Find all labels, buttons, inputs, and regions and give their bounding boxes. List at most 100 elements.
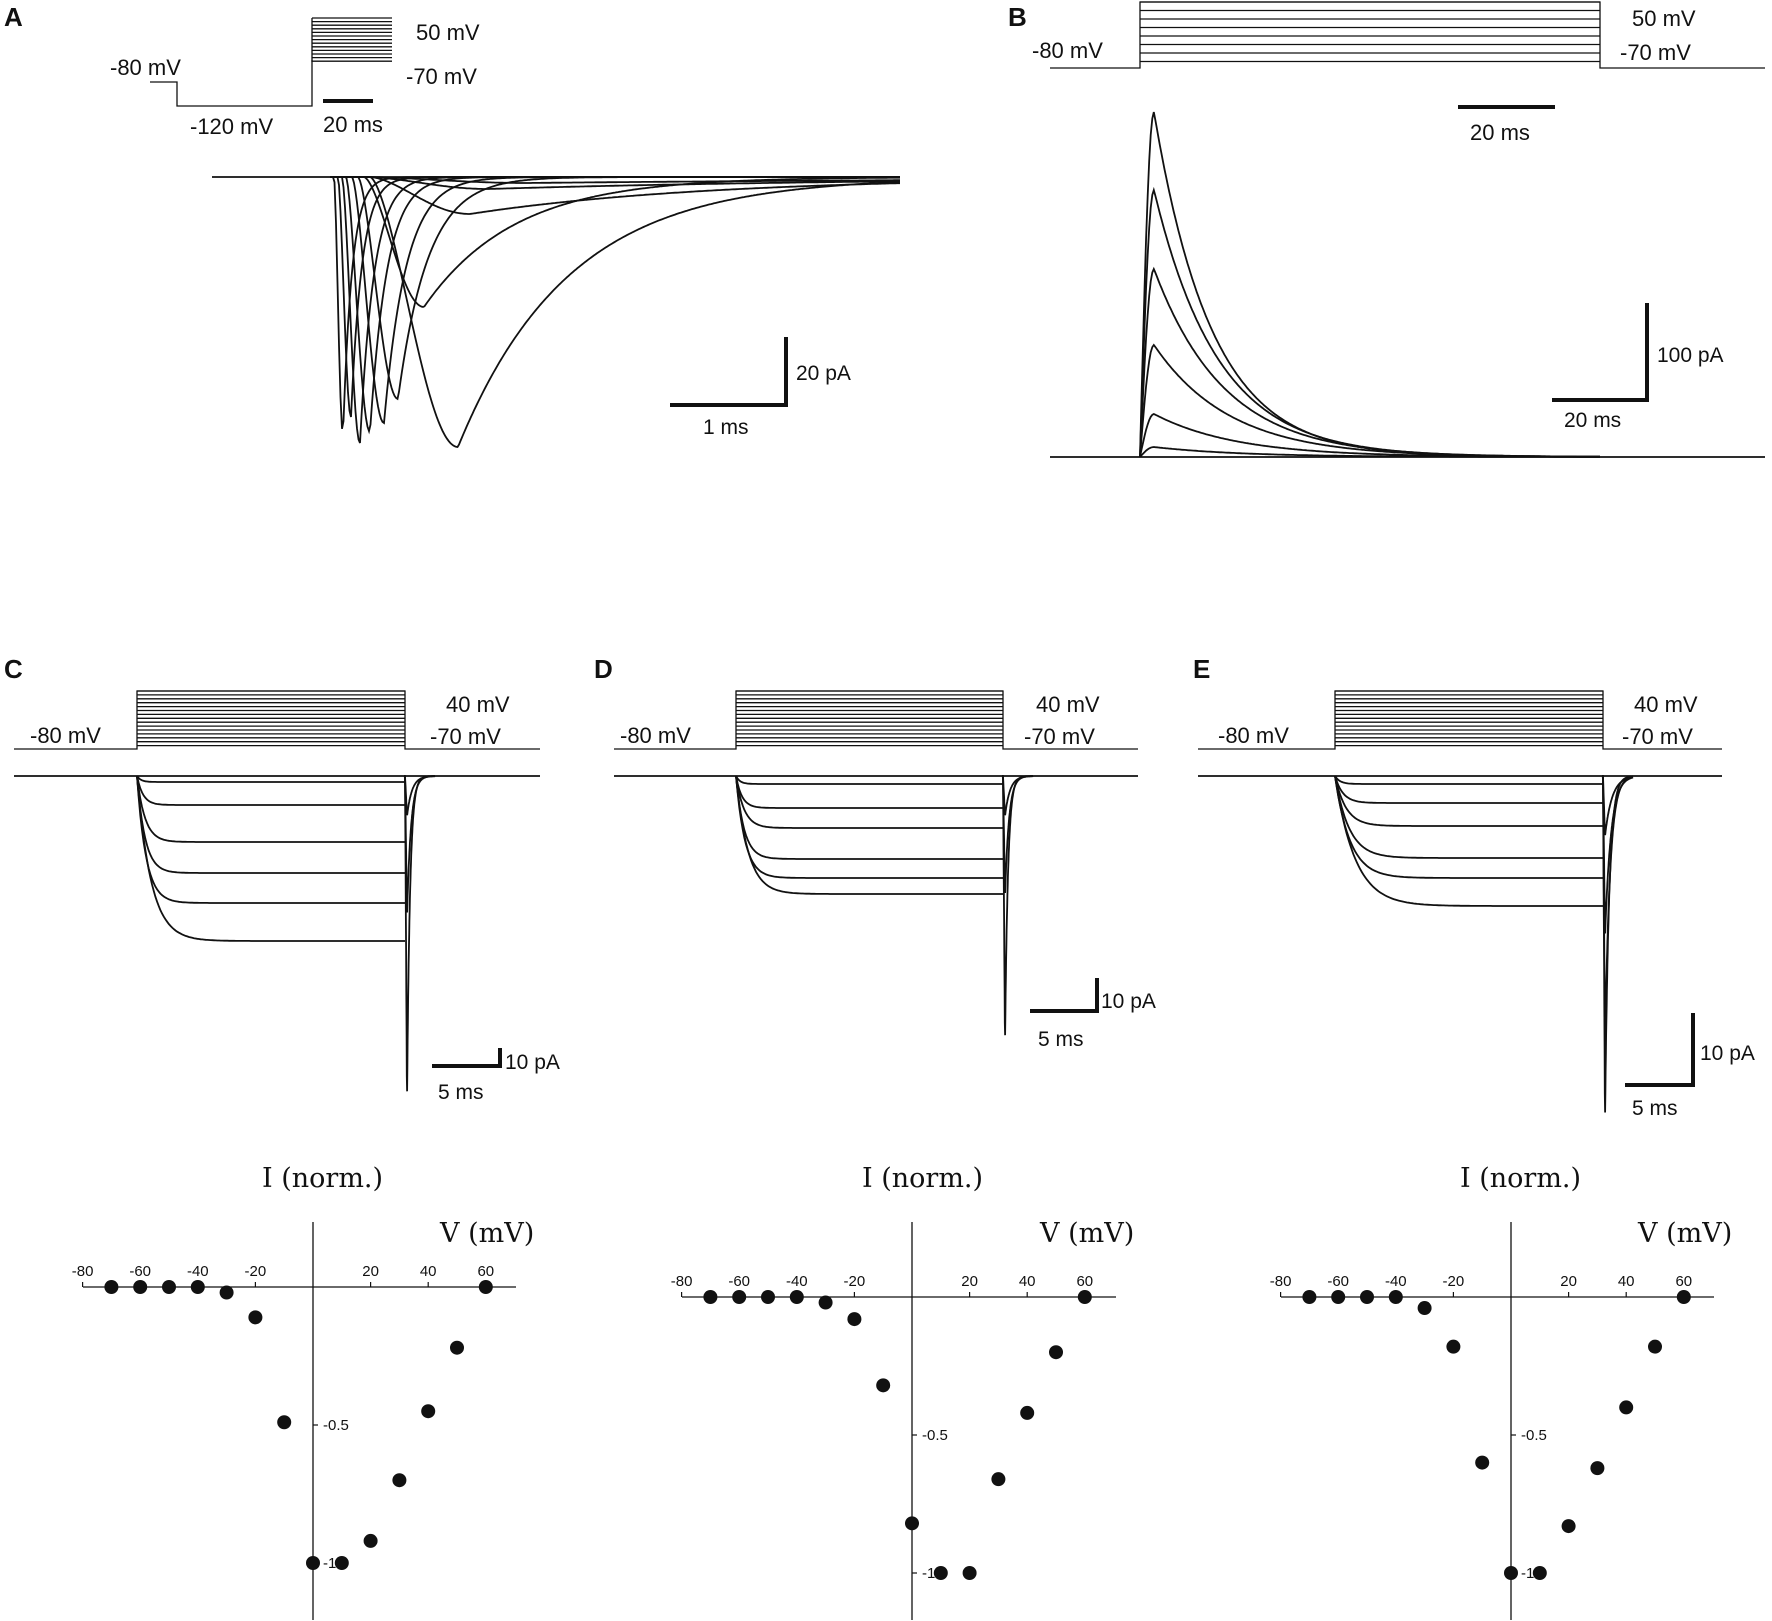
protocol-e-steps xyxy=(1198,690,1722,750)
iv-data-point xyxy=(392,1473,407,1488)
steady-current-trace xyxy=(735,775,1003,829)
protocol-e-bottom-label: -70 mV xyxy=(1622,724,1693,749)
iv-data-point xyxy=(1446,1339,1461,1354)
steady-current-trace xyxy=(1334,775,1603,827)
scalebar-e-y-label: 10 pA xyxy=(1700,1042,1755,1065)
scalebar-a-y-label: 20 pA xyxy=(796,362,851,385)
scalebar-a-x-label: 1 ms xyxy=(703,416,749,439)
iv-data-point xyxy=(1077,1290,1092,1304)
iv-data-point xyxy=(1590,1461,1605,1476)
panel-a-current-trace xyxy=(330,176,900,449)
iv-data-point xyxy=(1504,1566,1518,1580)
iv-data-point xyxy=(306,1556,320,1570)
scalebar-b-y-label: 100 pA xyxy=(1657,344,1724,367)
iv-x-tick-label: -20 xyxy=(844,1273,866,1290)
iv-x-tick-label: -40 xyxy=(1385,1273,1407,1290)
tail-current-trace xyxy=(1001,775,1034,816)
panel-c-traces xyxy=(14,775,540,1092)
steady-current-trace xyxy=(1334,775,1603,907)
tail-current-trace xyxy=(1001,775,1033,894)
protocol-c-steps xyxy=(14,690,540,750)
scalebar-c-x-label: 5 ms xyxy=(438,1081,484,1104)
iv-y-tick-label: -0.5 xyxy=(922,1427,948,1444)
iv-data-point xyxy=(1020,1405,1035,1420)
steady-current-trace xyxy=(136,775,405,843)
iv-data-point xyxy=(991,1472,1006,1487)
panel-d: D -80 mV 40 mV -70 mV 10 pA 5 ms xyxy=(594,654,1156,1051)
iv-data-point xyxy=(962,1566,977,1580)
iv-plot-d-xlabel: V (mV) xyxy=(1039,1218,1134,1249)
protocol-c-bottom-label: -70 mV xyxy=(430,724,501,749)
iv-data-point xyxy=(905,1516,919,1531)
iv-plot-d: I (norm.) V (mV) -80-60-40-20204060-0.5-… xyxy=(671,1163,1134,1620)
protocol-a-timebar-label: 20 ms xyxy=(323,112,383,137)
panel-b: B -80 mV 50 mV -70 mV 20 ms 100 pA 20 ms xyxy=(1008,1,1765,458)
iv-plot-c: I (norm.) V (mV) -80-60-40-20204060-0.5-… xyxy=(72,1163,534,1620)
protocol-b-steps xyxy=(1050,1,1765,69)
panel-e: E -80 mV 40 mV -70 mV 10 pA 5 ms xyxy=(1193,654,1755,1120)
panel-c-scalebar: 10 pA 5 ms xyxy=(432,1048,560,1104)
panel-a-current-trace xyxy=(330,176,900,184)
iv-data-point xyxy=(1331,1290,1346,1304)
steady-current-trace xyxy=(136,775,405,783)
steady-current-trace xyxy=(735,775,1003,809)
iv-x-tick-label: 60 xyxy=(477,1263,494,1280)
iv-x-tick-label: 60 xyxy=(1675,1273,1692,1290)
panel-a-current-trace xyxy=(330,176,900,444)
panel-letter-c: C xyxy=(4,654,23,684)
iv-data-point xyxy=(248,1310,263,1325)
iv-data-point xyxy=(876,1378,891,1393)
iv-x-tick-label: 20 xyxy=(1560,1273,1577,1290)
tail-current-trace xyxy=(1601,775,1634,934)
iv-plot-e: I (norm.) V (mV) -80-60-40-20204060-0.5-… xyxy=(1270,1163,1732,1620)
panel-d-traces xyxy=(614,775,1138,1036)
iv-x-tick-label: -80 xyxy=(671,1273,693,1290)
steady-current-trace xyxy=(136,775,405,904)
protocol-b-bottom-label: -70 mV xyxy=(1620,40,1691,65)
iv-x-tick-label: -80 xyxy=(1270,1273,1292,1290)
tail-current-trace xyxy=(403,775,435,913)
iv-x-tick-label: 20 xyxy=(362,1263,379,1280)
protocol-c-top-label: 40 mV xyxy=(446,692,510,717)
panel-a-scalebar: 20 pA 1 ms xyxy=(670,337,851,439)
iv-data-point xyxy=(789,1290,804,1304)
iv-data-point xyxy=(703,1290,718,1304)
steady-current-trace xyxy=(1334,775,1603,879)
panel-letter-a: A xyxy=(4,2,23,32)
iv-data-point xyxy=(162,1280,176,1294)
scalebar-c-y-label: 10 pA xyxy=(505,1051,560,1074)
panel-letter-b: B xyxy=(1008,2,1027,32)
steady-current-trace xyxy=(1334,775,1603,859)
steady-current-trace xyxy=(735,775,1003,895)
protocol-c-hold-label: -80 mV xyxy=(30,723,101,748)
iv-data-point xyxy=(1049,1345,1063,1360)
iv-plot-e-xlabel: V (mV) xyxy=(1637,1218,1732,1249)
protocol-e-top-label: 40 mV xyxy=(1634,692,1698,717)
panel-a-current-trace xyxy=(330,176,900,308)
protocol-b-hold-label: -80 mV xyxy=(1032,38,1103,63)
panel-d-scalebar: 10 pA 5 ms xyxy=(1030,978,1156,1051)
iv-x-tick-label: -20 xyxy=(245,1263,267,1280)
iv-x-tick-label: -20 xyxy=(1443,1273,1465,1290)
panel-b-traces xyxy=(1139,111,1600,458)
iv-data-point xyxy=(933,1566,948,1580)
steady-current-trace xyxy=(735,775,1003,785)
iv-x-tick-label: 40 xyxy=(420,1263,437,1280)
panel-letter-d: D xyxy=(594,654,613,684)
iv-data-point xyxy=(847,1312,862,1327)
steady-current-trace xyxy=(735,775,1003,860)
iv-x-tick-label: -60 xyxy=(129,1263,151,1280)
tail-current-trace xyxy=(1001,775,1033,1036)
iv-x-tick-label: -40 xyxy=(187,1263,209,1280)
iv-data-point xyxy=(732,1290,747,1304)
panel-a-traces xyxy=(330,176,900,449)
protocol-d-bottom-label: -70 mV xyxy=(1024,724,1095,749)
protocol-a-pre-label: -120 mV xyxy=(190,114,273,139)
panel-b-scalebar: 100 pA 20 ms xyxy=(1552,303,1724,432)
panel-e-scalebar: 10 pA 5 ms xyxy=(1625,1013,1755,1120)
steady-current-trace xyxy=(136,775,405,942)
panel-e-traces xyxy=(1198,775,1722,1113)
steady-current-trace xyxy=(1334,775,1603,804)
panel-a: A -80 mV -120 mV 50 mV -70 mV 20 ms 20 p… xyxy=(4,2,900,449)
panel-b-current-trace xyxy=(1139,266,1600,458)
